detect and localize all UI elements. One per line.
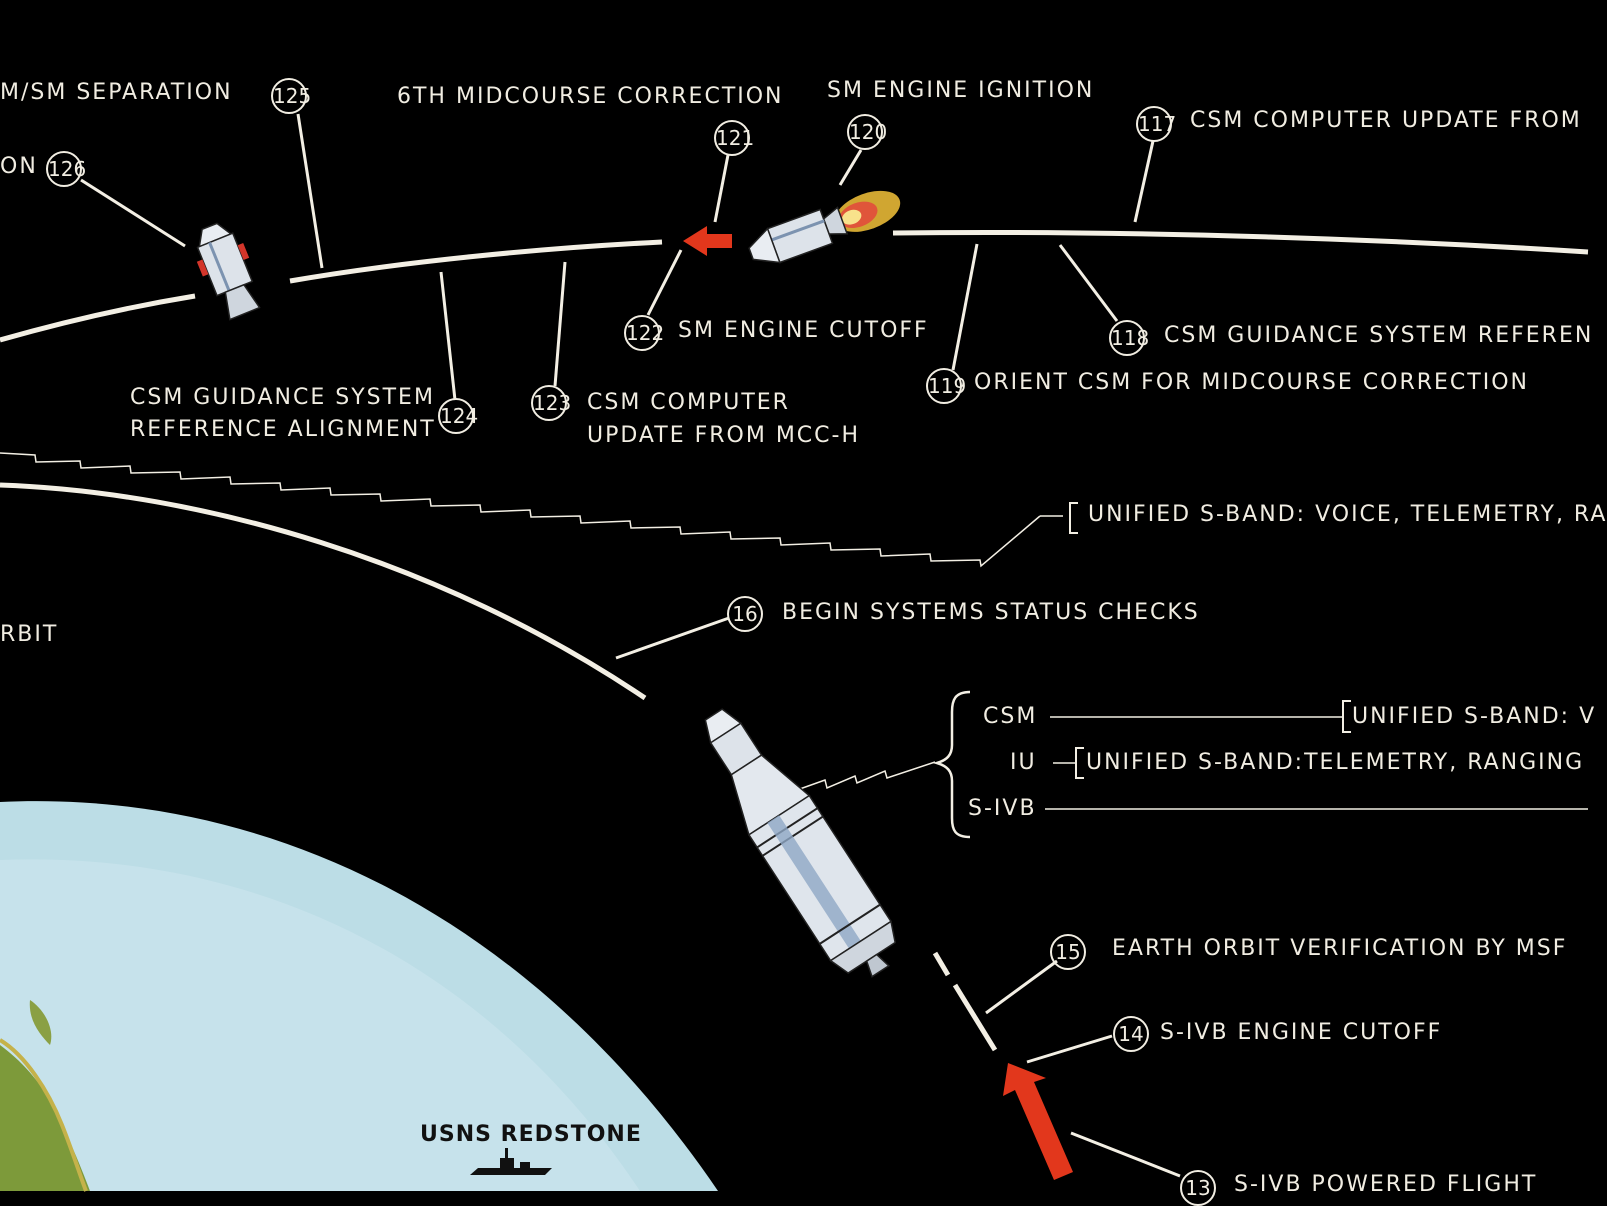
event-number-16: 16 bbox=[727, 596, 763, 632]
event-label-13: S-IVB POWERED FLIGHT bbox=[1234, 1172, 1538, 1197]
event-number-125: 125 bbox=[271, 78, 311, 114]
event-label-15: EARTH ORBIT VERIFICATION BY MSF bbox=[1112, 936, 1568, 961]
event-number-120: 120 bbox=[847, 114, 887, 150]
event-label-117: CSM COMPUTER UPDATE FROM bbox=[1190, 108, 1582, 133]
event-label-124-line1: CSM GUIDANCE SYSTEM bbox=[130, 385, 435, 410]
event-number-15: 15 bbox=[1050, 934, 1086, 970]
comm-csm-band-label: UNIFIED S-BAND: V bbox=[1352, 704, 1597, 729]
event-label-14: S-IVB ENGINE CUTOFF bbox=[1160, 1020, 1443, 1045]
event-label-118: CSM GUIDANCE SYSTEM REFEREN bbox=[1164, 323, 1594, 348]
leader-122 bbox=[646, 249, 683, 316]
orbit-label-fragment: RBIT bbox=[0, 622, 59, 647]
leader-lines bbox=[80, 113, 1181, 1178]
event-number-14: 14 bbox=[1113, 1016, 1149, 1052]
leader-15 bbox=[985, 959, 1058, 1015]
comm-csm-label: CSM bbox=[983, 704, 1038, 729]
trajectory-upper-mid bbox=[289, 239, 663, 284]
event-label-122: SM ENGINE CUTOFF bbox=[678, 318, 929, 343]
trajectory-upper-left bbox=[0, 293, 196, 343]
leader-16 bbox=[615, 616, 730, 660]
trajectory-ascent-upper bbox=[932, 951, 951, 977]
bracket-iu-band bbox=[1075, 747, 1084, 779]
leader-13 bbox=[1070, 1131, 1181, 1178]
leader-121 bbox=[713, 154, 730, 223]
event-label-120: SM ENGINE IGNITION bbox=[827, 78, 1095, 103]
event-number-119: 119 bbox=[926, 368, 966, 404]
event-label-119: ORIENT CSM FOR MIDCOURSE CORRECTION bbox=[974, 370, 1529, 395]
csm-spacecraft-firing bbox=[748, 190, 901, 264]
earth-shadow bbox=[0, 859, 640, 1191]
comm-sivb-label: S-IVB bbox=[968, 796, 1037, 821]
event-label-125: M/SM SEPARATION bbox=[0, 80, 233, 105]
leader-123 bbox=[553, 261, 567, 387]
saturn-sivb-stack bbox=[704, 708, 897, 978]
event-number-117: 117 bbox=[1136, 106, 1176, 142]
diagram-artwork bbox=[0, 113, 1589, 1192]
csm-spacecraft-left bbox=[196, 222, 261, 321]
event-label-124-line2: REFERENCE ALIGNMENT bbox=[130, 417, 436, 442]
leader-117 bbox=[1133, 140, 1155, 223]
leader-119 bbox=[951, 243, 979, 371]
arrow-midcourse bbox=[683, 226, 732, 256]
comm-signal-top bbox=[0, 452, 1041, 568]
leader-118 bbox=[1058, 244, 1119, 322]
brace bbox=[932, 690, 971, 839]
leader-125 bbox=[296, 113, 324, 269]
event-number-13: 13 bbox=[1180, 1170, 1216, 1206]
comm-iu-band-label: UNIFIED S-BAND:TELEMETRY, RANGING bbox=[1086, 750, 1585, 775]
landmass bbox=[0, 1045, 90, 1191]
comm-top-band-label: UNIFIED S-BAND: VOICE, TELEMETRY, RA bbox=[1088, 502, 1607, 527]
mission-diagram: M/SM SEPARATION 125 ON 126 6TH MIDCOURSE… bbox=[0, 78, 1606, 1206]
trajectory-upper-right bbox=[892, 229, 1589, 255]
leader-120 bbox=[838, 149, 863, 186]
event-label-123-line1: CSM COMPUTER bbox=[587, 390, 790, 415]
leader-124 bbox=[439, 271, 457, 401]
island bbox=[29, 1000, 52, 1045]
bracket-csm-band bbox=[1342, 700, 1351, 733]
event-number-121: 121 bbox=[714, 120, 754, 156]
bracket-top-band bbox=[1069, 502, 1078, 534]
event-number-126: 126 bbox=[46, 151, 86, 187]
comm-iu-label: IU bbox=[1010, 750, 1037, 775]
arrow-powered-flight bbox=[1003, 1063, 1073, 1180]
ship-label: USNS REDSTONE bbox=[420, 1122, 642, 1147]
event-number-122: 122 bbox=[624, 315, 664, 351]
event-label-126: ON bbox=[0, 154, 38, 179]
leader-14 bbox=[1026, 1034, 1113, 1064]
trajectory-earth-orbit bbox=[0, 482, 647, 701]
ship-silhouette bbox=[470, 1148, 552, 1175]
landmass-coast bbox=[0, 1038, 88, 1192]
event-number-123: 123 bbox=[531, 385, 571, 421]
event-label-16: BEGIN SYSTEMS STATUS CHECKS bbox=[782, 600, 1200, 625]
comm-signal-sivb bbox=[796, 761, 936, 791]
event-number-124: 124 bbox=[438, 398, 478, 434]
leader-126 bbox=[80, 178, 186, 248]
event-number-118: 118 bbox=[1109, 320, 1149, 356]
event-label-123-line2: UPDATE FROM MCC-H bbox=[587, 423, 861, 448]
event-label-121: 6TH MIDCOURSE CORRECTION bbox=[397, 84, 784, 109]
trajectory-ascent bbox=[952, 983, 998, 1052]
